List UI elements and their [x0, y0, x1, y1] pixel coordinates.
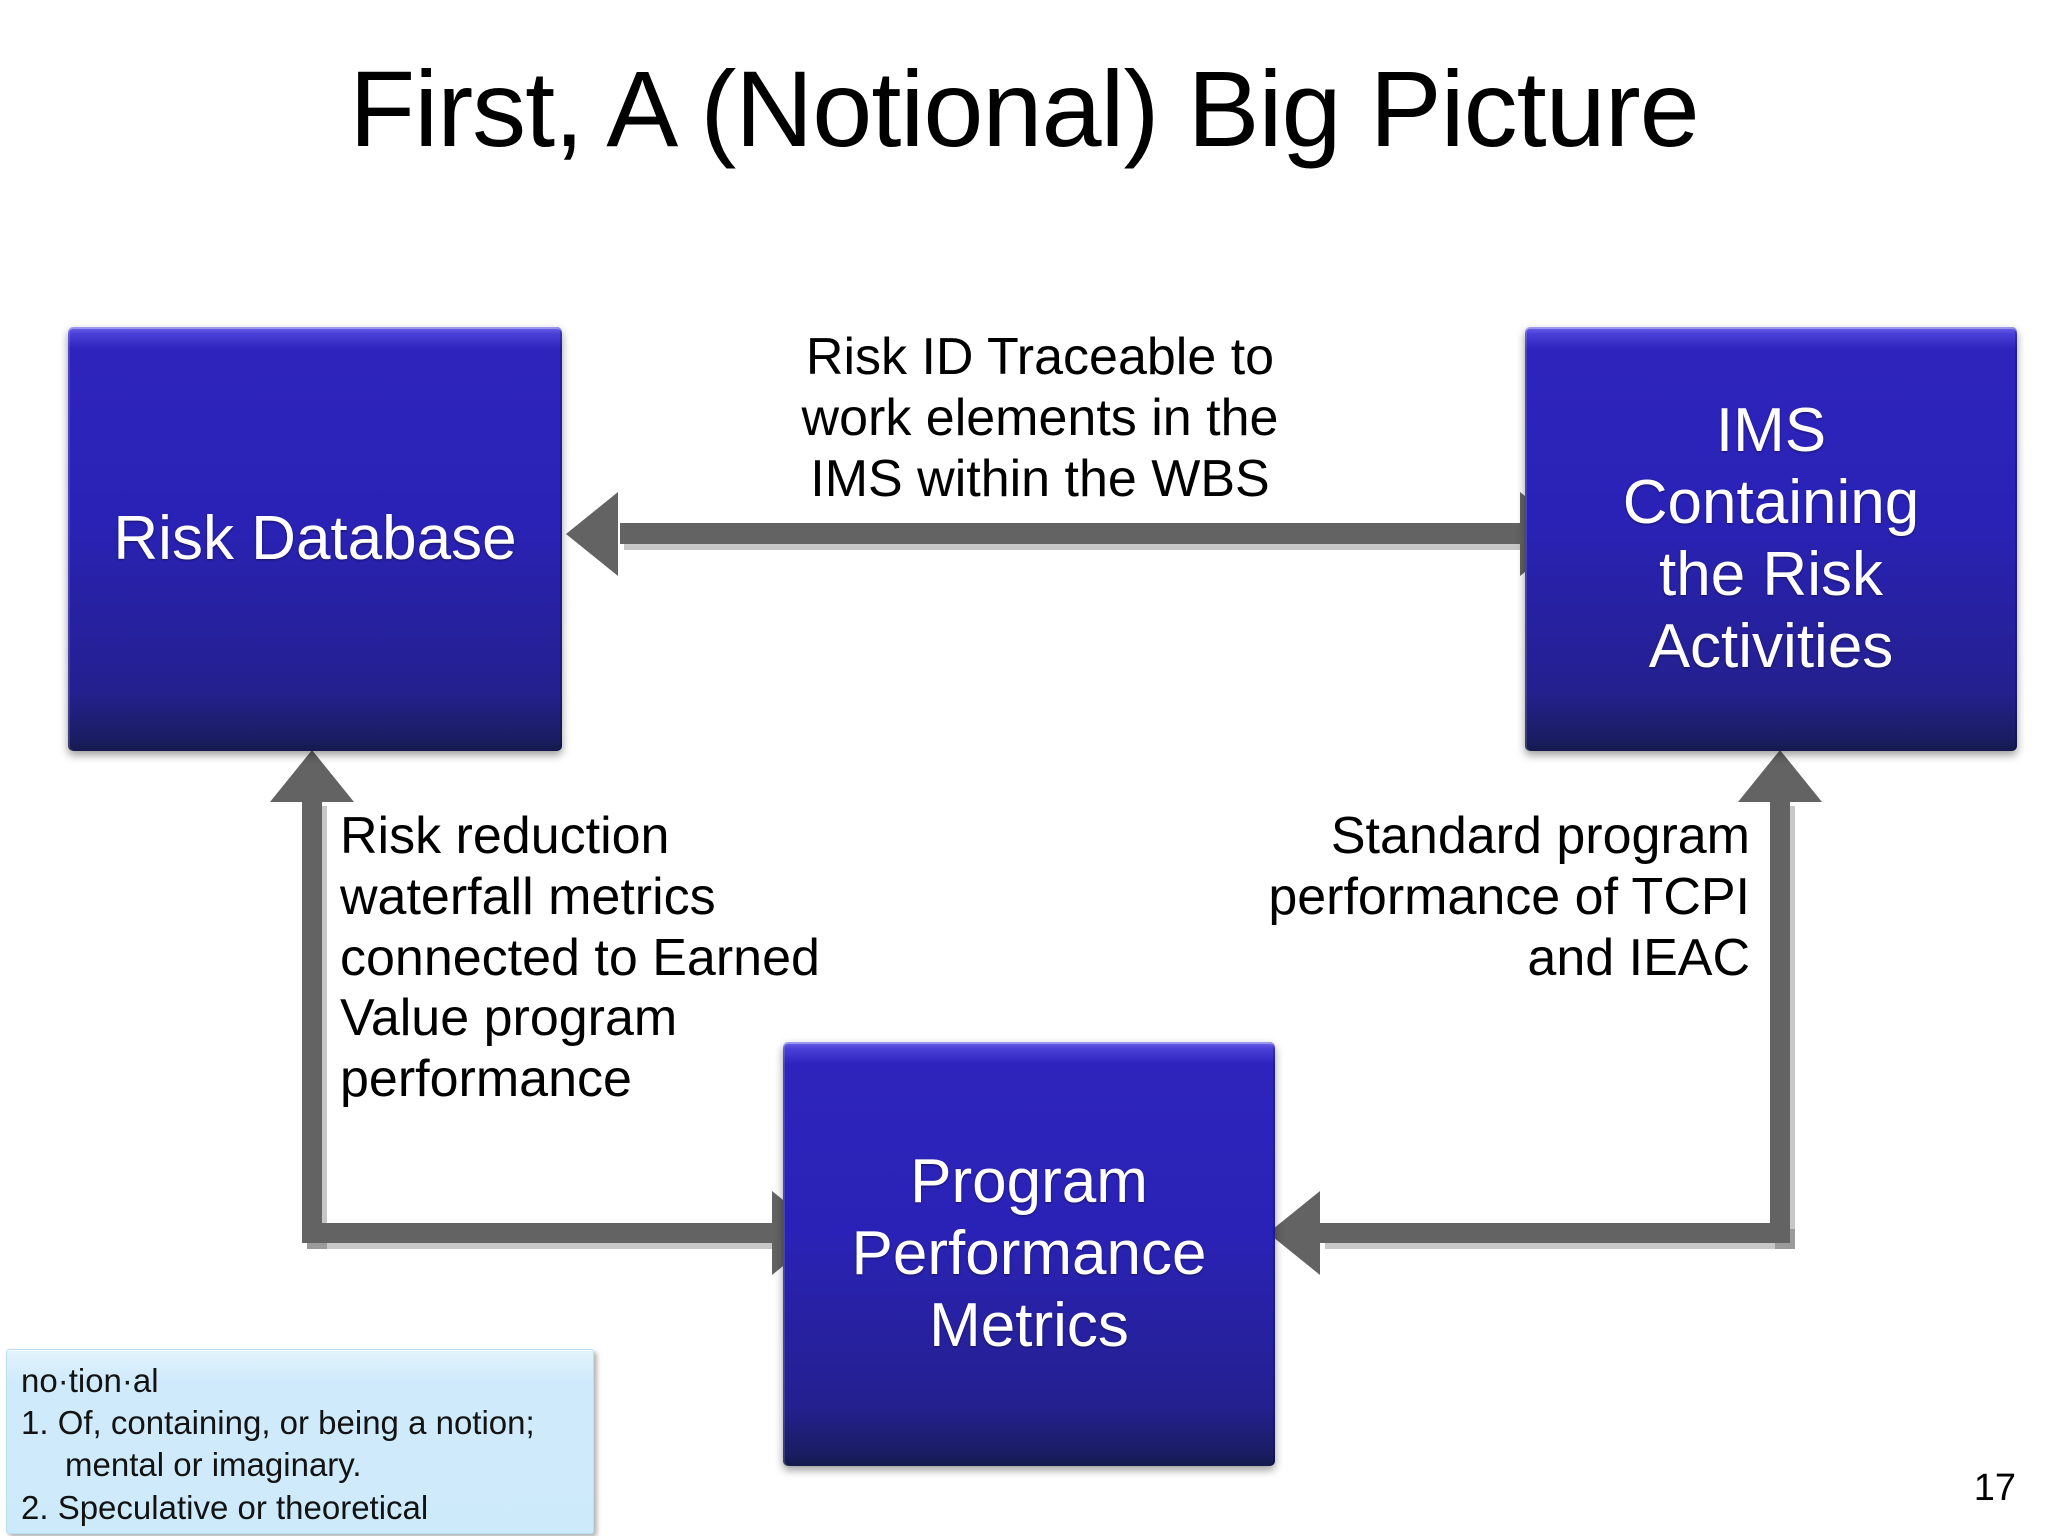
- definition-headword: no·tion·al: [21, 1362, 159, 1399]
- arrow-risk-ims-shaft: [620, 523, 1520, 544]
- annotation-standard-program-performance: Standard program performance of TCPI and…: [1268, 807, 1750, 987]
- arrowhead-left-icon: [1268, 1191, 1320, 1275]
- annotation-risk-reduction-waterfall: Risk reduction waterfall metrics connect…: [340, 807, 820, 1109]
- arrow-ppm-risk-horz: [302, 1223, 772, 1243]
- node-risk-database[interactable]: Risk Database: [68, 327, 562, 751]
- arrowhead-up-icon: [270, 750, 354, 802]
- definition-callout: no·tion·al 1. Of, containing, or being a…: [6, 1349, 594, 1534]
- node-program-performance-metrics-label: Program Performance Metrics: [851, 1147, 1207, 1360]
- node-program-performance-metrics[interactable]: Program Performance Metrics: [783, 1042, 1275, 1466]
- arrow-ppm-risk-vert: [302, 800, 322, 1243]
- page-number: 17: [1973, 1467, 2016, 1509]
- annotation-risk-id-traceable: Risk ID Traceable to work elements in th…: [801, 328, 1279, 508]
- arrow-ppm-ims-vert: [1770, 800, 1790, 1243]
- definition-sense-2: 2. Speculative or theoretical: [21, 1488, 429, 1526]
- node-ims-containing-risk-activities[interactable]: IMS Containing the Risk Activities: [1525, 327, 2017, 751]
- arrow-ppm-ims-horz: [1320, 1223, 1790, 1243]
- definition-sense-1-continued: mental or imaginary.: [65, 1446, 362, 1484]
- arrowhead-left-icon: [566, 492, 618, 576]
- arrowhead-up-icon: [1738, 750, 1822, 802]
- node-ims-label: IMS Containing the Risk Activities: [1622, 396, 1920, 681]
- node-risk-database-label: Risk Database: [113, 504, 517, 574]
- definition-sense-1: 1. Of, containing, or being a notion;: [21, 1404, 535, 1442]
- page-title: First, A (Notional) Big Picture: [349, 48, 1699, 169]
